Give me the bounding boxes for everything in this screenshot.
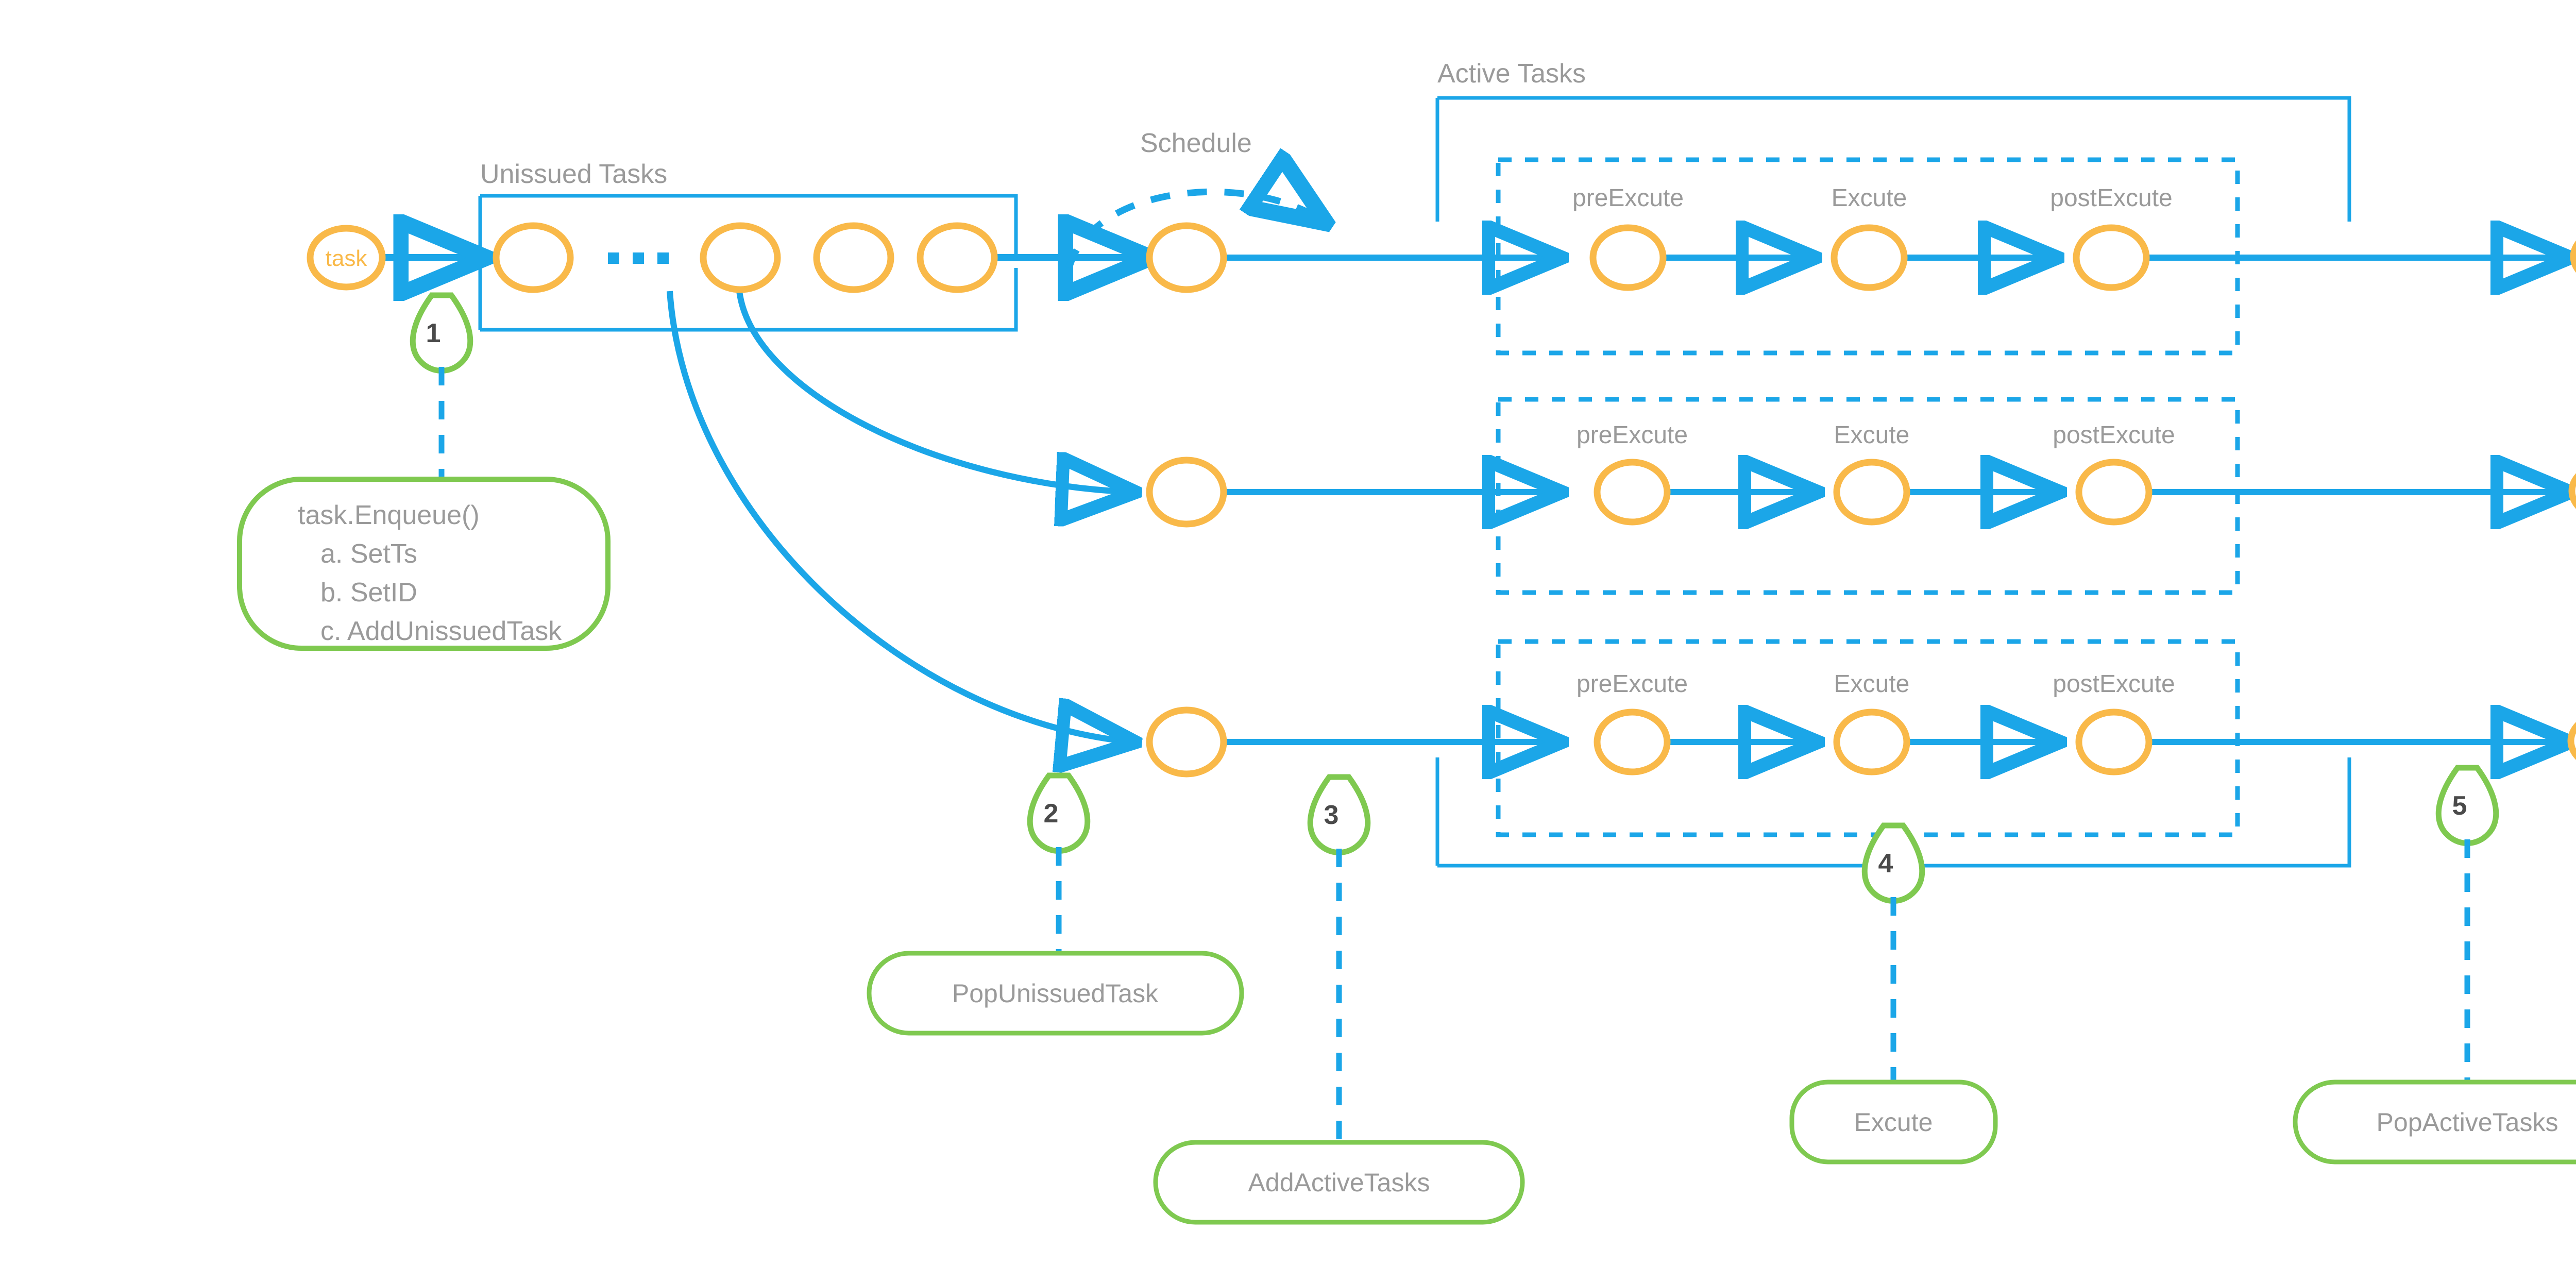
callout-add-active-box[interactable] [1153,1140,1525,1225]
node-scheduled-row-1[interactable] [1146,222,1227,293]
label-preexcute-row-1: preExcute [1572,184,1684,212]
label-excute-row-3: Excute [1834,670,1910,698]
label-excute-row-2: Excute [1834,421,1910,449]
node-excute-row-1[interactable] [1831,224,1908,291]
node-postexcute-row-3[interactable] [2075,709,2153,775]
callout-enqueue-box[interactable] [237,477,611,651]
node-postexcute-row-2[interactable] [2075,459,2153,526]
node-unissued-1[interactable] [493,222,574,293]
node-unissued-3[interactable] [813,222,894,293]
callout-excute-box[interactable] [1789,1079,1998,1165]
node-excute-row-2[interactable] [1833,459,1910,526]
marker-3-number: 3 [1324,800,1339,830]
callout-enqueue-step-b: b. SetID [320,578,417,608]
marker-2[interactable] [1027,772,1091,854]
node-preexcute-row-2[interactable] [1594,459,1671,526]
callout-excute-label: Excute [1854,1108,1933,1137]
marker-3[interactable] [1307,774,1371,855]
node-terminal-row-2[interactable] [2568,462,2576,520]
bracket-active-tasks [1435,96,2351,868]
label-postexcute-row-3: postExcute [2053,670,2175,698]
node-unissued-4[interactable] [917,222,998,293]
label-active-tasks: Active Tasks [1437,59,1586,89]
callout-pop-active-label: PopActiveTasks [2377,1108,2558,1137]
node-task-source[interactable] [307,225,386,291]
marker-4[interactable] [1861,822,1925,904]
marker-2-number: 2 [1044,799,1059,829]
node-scheduled-row-2[interactable] [1146,457,1227,528]
marker-5[interactable] [2435,765,2499,846]
label-preexcute-row-3: preExcute [1577,670,1688,698]
marker-1-number: 1 [426,318,441,348]
label-task-node: task [326,246,368,271]
node-scheduled-row-3[interactable] [1146,706,1227,778]
node-excute-row-3[interactable] [1833,709,1910,775]
callout-enqueue-step-c: c. AddUnissuedTask [320,616,562,646]
marker-5-number: 5 [2452,791,2467,821]
node-preexcute-row-1[interactable] [1589,224,1667,291]
node-terminal-row-1[interactable] [2570,228,2576,285]
row-3-connectors [667,291,2568,742]
label-postexcute-row-1: postExcute [2050,184,2172,212]
row-2-connectors [736,291,2568,492]
unissued-ellipsis-dots [608,252,669,264]
node-postexcute-row-1[interactable] [2073,224,2150,291]
callout-enqueue-step-a: a. SetTs [320,539,417,569]
callout-pop-unissued-label: PopUnissuedTask [952,979,1159,1008]
callout-add-active-label: AddActiveTasks [1248,1168,1430,1197]
label-unissued-tasks: Unissued Tasks [480,159,667,189]
node-preexcute-row-3[interactable] [1594,709,1671,775]
callout-enqueue-title: task.Enqueue() [298,500,480,530]
node-terminal-row-3[interactable] [2567,712,2576,770]
marker-4-number: 4 [1878,849,1893,879]
callout-pop-active-box[interactable] [2293,1079,2576,1165]
marker-1[interactable] [410,292,473,374]
label-excute-row-1: Excute [1832,184,1907,212]
node-unissued-2[interactable] [700,222,781,293]
label-postexcute-row-2: postExcute [2053,421,2175,449]
label-preexcute-row-2: preExcute [1577,421,1688,449]
callout-pop-unissued-box[interactable] [867,951,1244,1036]
label-schedule: Schedule [1140,128,1252,158]
